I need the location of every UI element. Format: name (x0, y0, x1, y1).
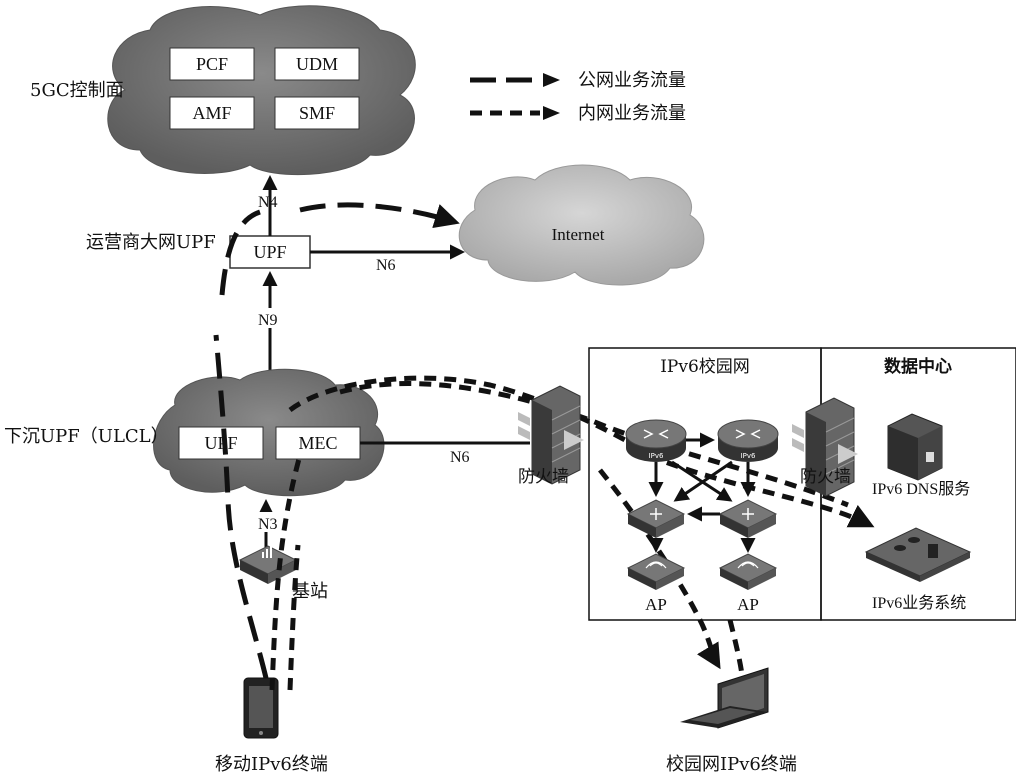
mec-box: MEC (275, 426, 361, 460)
udm-label: UDM (296, 54, 338, 74)
legend-public-label: 公网业务流量 (578, 70, 686, 91)
firewall-right-label: 防火墙 (800, 467, 851, 487)
campus-router-2-icon: IPv6 (717, 419, 779, 462)
public-path-upf-up (219, 209, 261, 296)
amf-label: AMF (192, 103, 231, 123)
n9-label: N9 (258, 312, 278, 329)
n4-label: N4 (258, 194, 278, 211)
dns-label: IPv6 DNS服务 (872, 480, 970, 498)
n6-campus-label: N6 (450, 449, 470, 466)
ap-1-label: AP (645, 595, 667, 614)
n6-internet-label: N6 (376, 257, 396, 274)
campus-switch-2-icon (718, 499, 778, 538)
carrier-upf: UPF (229, 235, 311, 269)
legend-public-arrow-icon (543, 73, 560, 87)
router-1-badge: IPv6 (649, 452, 664, 460)
edge-upf-box-label: UPF (204, 433, 237, 453)
edge-upf-cloud (153, 368, 385, 497)
legend: 公网业务流量 内网业务流量 (470, 70, 686, 124)
campus-links (648, 432, 756, 553)
data-center-title: 数据中心 (884, 356, 952, 377)
business-system-icon (864, 527, 972, 582)
public-path-phone-to-upf (213, 334, 269, 679)
amf-box: AMF (169, 96, 255, 130)
firewall-left-icon (518, 385, 584, 485)
edge-upf-label: 下沉UPF（ULCL） (4, 426, 169, 447)
laptop-icon (680, 667, 769, 729)
internet-label: Internet (552, 225, 605, 244)
campus-switch-1-icon (626, 499, 686, 538)
private-path-to-campus-terminal-2 (727, 619, 745, 676)
n3-label-bg (256, 512, 282, 532)
base-station-icon (238, 545, 298, 584)
n9-label-bg (256, 308, 284, 328)
carrier-upf-box-label: UPF (253, 242, 286, 262)
mec-box-label: MEC (298, 433, 337, 453)
ap-2-label: AP (737, 595, 759, 614)
public-path-to-internet (299, 202, 460, 229)
private-path-phone-to-mec-2 (287, 544, 301, 691)
n3-label: N3 (258, 516, 278, 533)
carrier-upf-label: 运营商大网UPF (86, 232, 216, 253)
legend-private-label: 内网业务流量 (578, 103, 686, 124)
udm-box: UDM (274, 47, 360, 81)
edge-upf-box: UPF (178, 426, 264, 460)
campus-terminal-label: 校园网IPv6终端 (666, 754, 797, 775)
business-label: IPv6业务系统 (872, 594, 966, 612)
control-plane-label: 5GC控制面 (30, 80, 124, 101)
private-path-phone-to-mec (269, 454, 303, 691)
pcf-label: PCF (196, 54, 228, 74)
control-plane-cloud (107, 5, 416, 176)
campus-network-title: IPv6校园网 (660, 357, 750, 377)
campus-router-1-icon: IPv6 (625, 419, 687, 462)
access-point-1-icon (626, 553, 686, 590)
firewall-left-label: 防火墙 (518, 467, 569, 487)
private-path-mec-to-dc-2 (339, 381, 849, 508)
mobile-phone-icon (243, 677, 279, 739)
mobile-terminal-label: 移动IPv6终端 (215, 754, 328, 775)
smf-box: SMF (274, 96, 360, 130)
base-station-label: 基站 (292, 581, 328, 602)
legend-private-arrow-icon (543, 106, 560, 120)
firewall-right-icon (792, 397, 858, 497)
internet-cloud: Internet (458, 164, 705, 286)
router-2-badge: IPv6 (741, 452, 756, 460)
public-traffic-paths (213, 202, 460, 679)
pcf-box: PCF (169, 47, 255, 81)
smf-label: SMF (299, 103, 335, 123)
private-path-to-campus-terminal (598, 468, 721, 670)
dns-server-icon (887, 413, 943, 481)
access-point-2-icon (718, 553, 778, 590)
